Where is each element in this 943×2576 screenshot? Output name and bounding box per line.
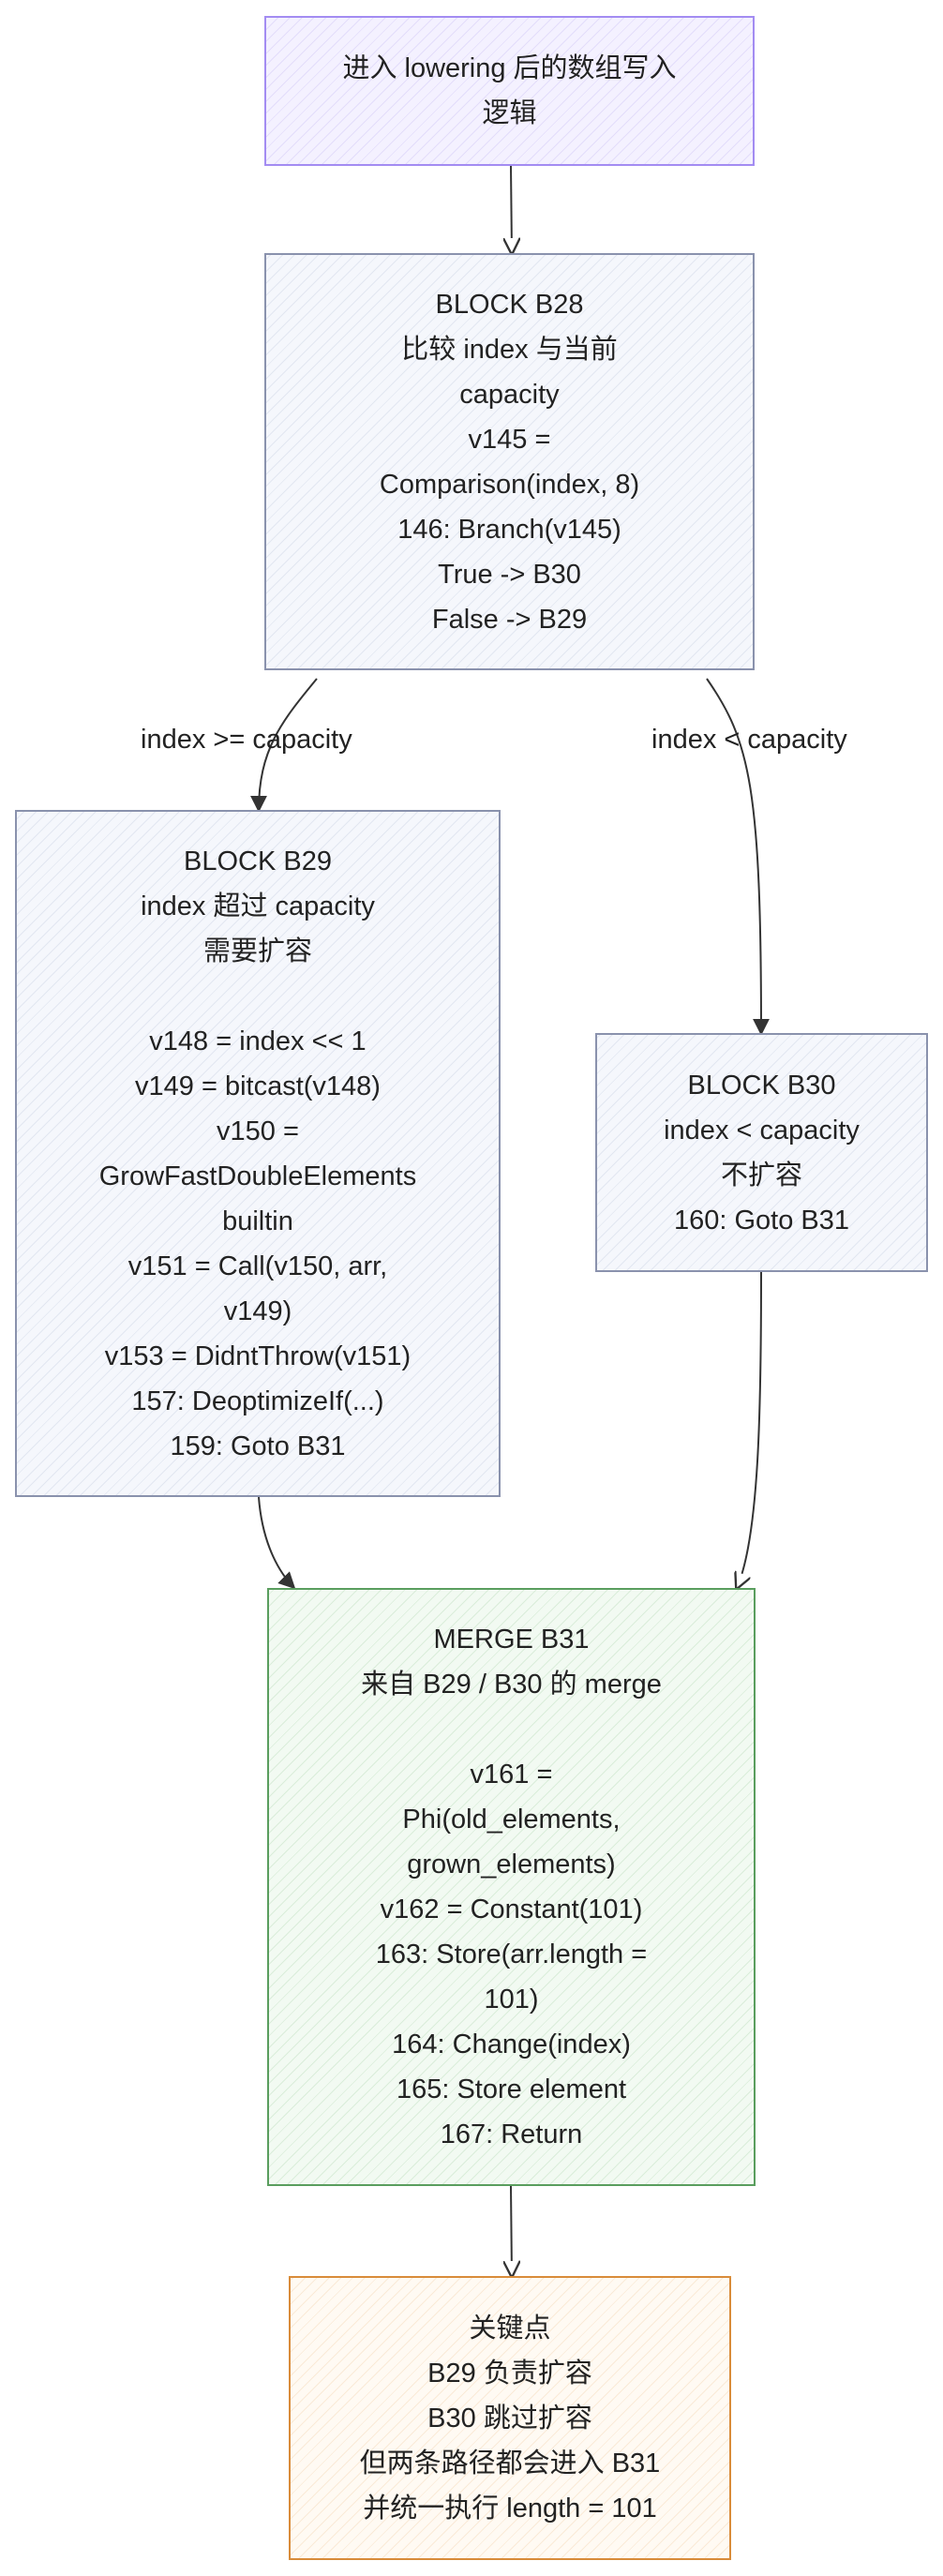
- edge-b28-b29: [250, 678, 318, 813]
- block-b30-text: BLOCK B30 index < capacity 不扩容 160: Goto…: [664, 1070, 860, 1236]
- start-node-text: 进入 lowering 后的数组写入 逻辑: [342, 53, 677, 128]
- edge-label-index-gte-capacity: index >= capacity: [141, 725, 352, 755]
- edge-b31-key: [511, 2185, 512, 2276]
- key-points-node: 关键点 B29 负责扩容 B30 跳过扩容 但两条路径都会进入 B31 并统一执…: [289, 2276, 731, 2560]
- block-b28-node: BLOCK B28 比较 index 与当前 capacity v145 = C…: [264, 253, 755, 670]
- edge-b29-b31: [258, 1496, 296, 1590]
- block-b28-text: BLOCK B28 比较 index 与当前 capacity v145 = C…: [379, 289, 640, 635]
- block-b29-text: BLOCK B29 index 超过 capacity 需要扩容 v148 = …: [98, 846, 417, 1461]
- merge-b31-text: MERGE B31 来自 B29 / B30 的 merge v161 = Ph…: [361, 1625, 662, 2149]
- merge-b31-node: MERGE B31 来自 B29 / B30 的 merge v161 = Ph…: [267, 1588, 756, 2186]
- block-b30-node: BLOCK B30 index < capacity 不扩容 160: Goto…: [595, 1033, 928, 1272]
- block-b29-node: BLOCK B29 index 超过 capacity 需要扩容 v148 = …: [15, 810, 501, 1497]
- edge-b30-b31: [737, 1271, 762, 1588]
- edge-start-b28: [511, 165, 512, 253]
- start-node: 进入 lowering 后的数组写入 逻辑: [264, 16, 755, 166]
- key-points-text: 关键点 B29 负责扩容 B30 跳过扩容 但两条路径都会进入 B31 并统一执…: [359, 2313, 661, 2524]
- edge-b28-b30: [706, 678, 770, 1036]
- edge-label-index-lt-capacity: index < capacity: [651, 725, 847, 755]
